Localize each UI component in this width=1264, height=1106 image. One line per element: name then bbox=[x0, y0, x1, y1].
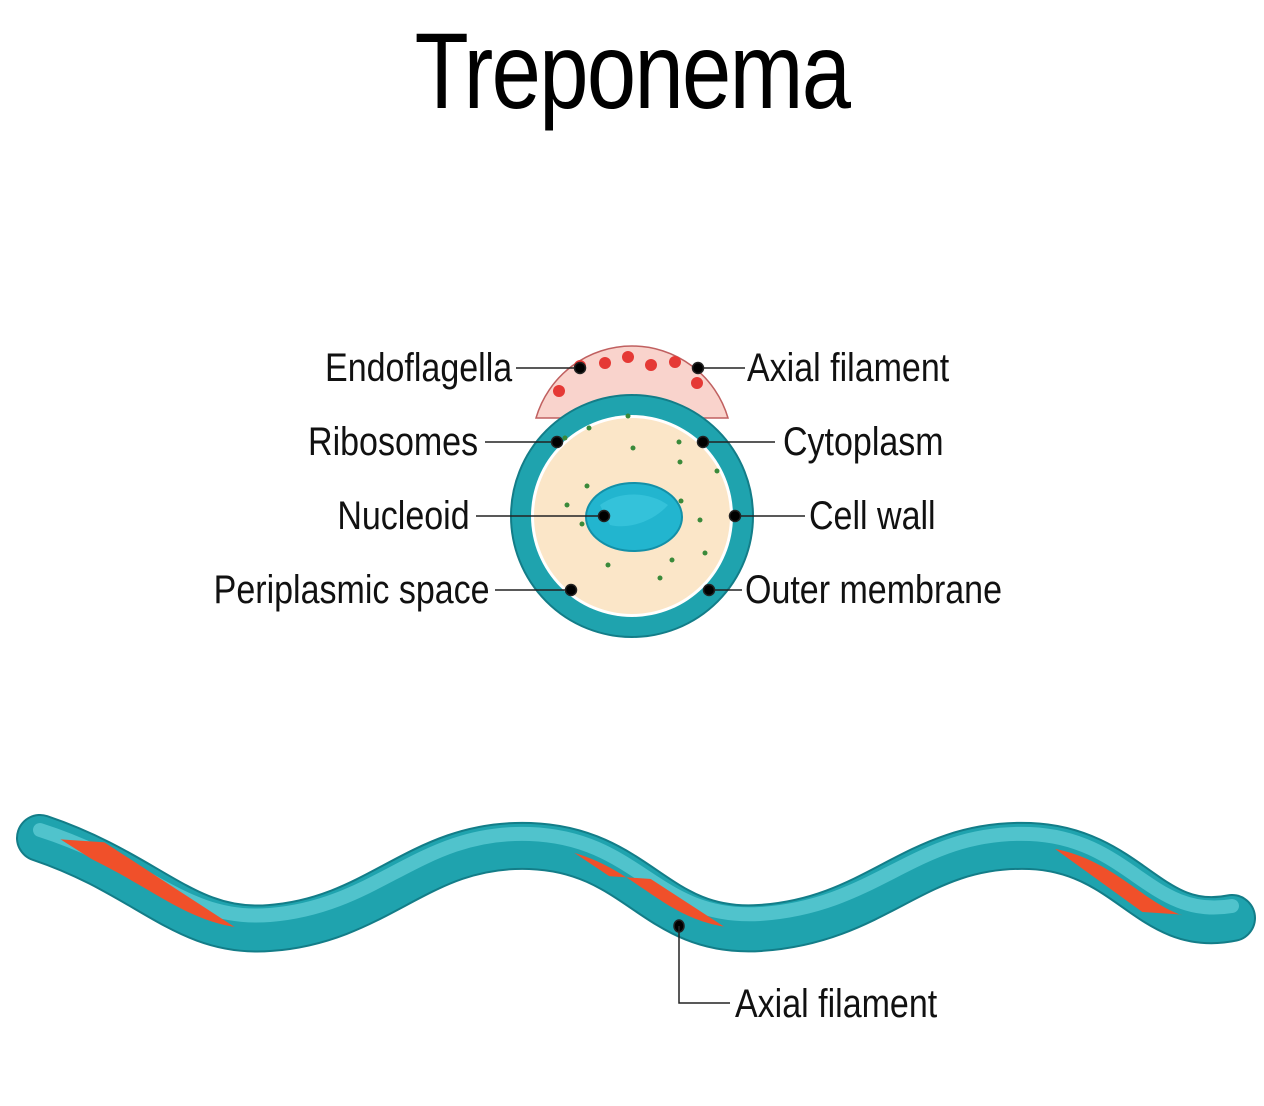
cell-cross-section bbox=[510, 345, 754, 638]
label-nucleoid: Nucleoid bbox=[337, 494, 470, 538]
label-axial-filament: Axial filament bbox=[747, 346, 950, 390]
label-outer-membrane: Outer membrane bbox=[745, 568, 1002, 612]
label-endoflagella: Endoflagella bbox=[324, 346, 512, 390]
label-periplasmic-space: Periplasmic space bbox=[214, 568, 490, 612]
spirochete-leader bbox=[673, 919, 730, 1004]
label-cytoplasm: Cytoplasm bbox=[783, 420, 944, 464]
label-spirochete-axial-filament: Axial filament bbox=[735, 982, 938, 1026]
endoflagella-dots bbox=[553, 351, 703, 397]
label-cell-wall: Cell wall bbox=[809, 494, 936, 538]
ribosome-dots bbox=[562, 413, 720, 581]
diagram-title: Treponema bbox=[414, 10, 851, 131]
label-ribosomes: Ribosomes bbox=[307, 420, 478, 464]
leader-lines bbox=[476, 361, 805, 597]
spirochete-body bbox=[16, 814, 1256, 953]
